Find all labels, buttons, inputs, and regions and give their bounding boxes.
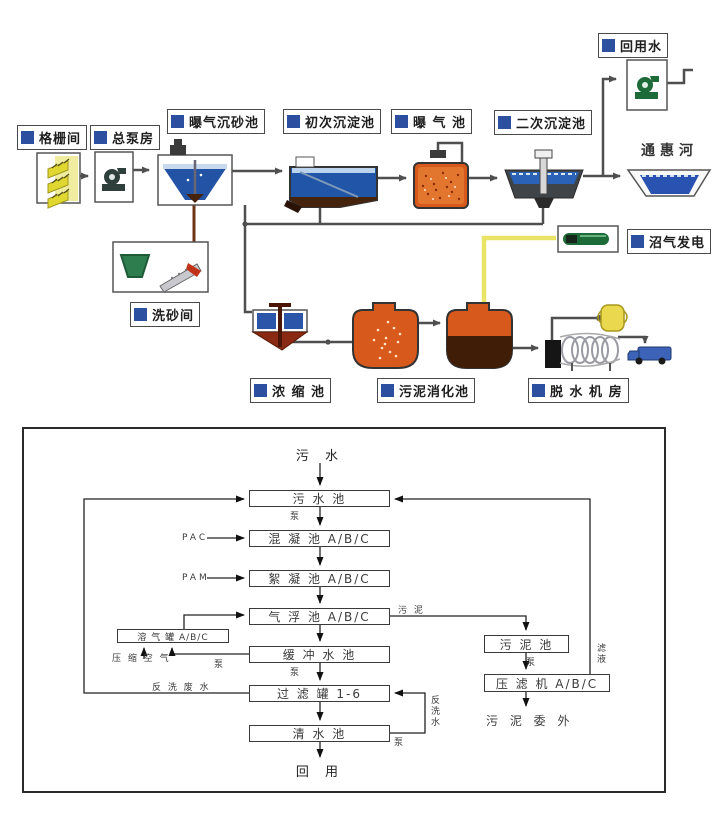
label-square-icon	[498, 116, 511, 129]
river-name: 通惠河	[641, 143, 698, 159]
sand-washing-room	[112, 241, 209, 293]
label-dewatering-room: 脱 水 机 房	[528, 378, 629, 403]
label-text: 初次沉淀池	[305, 116, 376, 131]
label-text: 二次沉淀池	[516, 117, 587, 132]
label-main-pump-house: 总泵房	[90, 125, 161, 150]
label-square-icon	[631, 235, 644, 248]
label-text: 沼气发电	[649, 236, 706, 251]
label-square-icon	[254, 384, 267, 397]
reuse-label: 回 用	[295, 765, 345, 780]
label-square-icon	[381, 384, 394, 397]
pac-label: PAC	[182, 533, 209, 543]
pump-label-3: 泵	[290, 668, 302, 678]
pam-label: PAM	[182, 573, 210, 583]
label-square-icon	[21, 131, 34, 144]
box-sludge-tank: 污 泥 池	[484, 635, 569, 653]
pump-label-1: 泵	[290, 512, 302, 522]
pump-label-5: 泵	[394, 738, 406, 748]
label-square-icon	[532, 384, 545, 397]
bar-screen-room	[36, 152, 81, 209]
aerated-grit-chamber	[157, 139, 233, 206]
treatment-flowchart: 污 水 池 混 凝 池 A/B/C 絮 凝 池 A/B/C 气 浮 池 A/B/…	[22, 427, 666, 793]
box-air-flotation-tank: 气 浮 池 A/B/C	[249, 608, 390, 625]
label-bar-screen-room: 格栅间	[17, 125, 88, 150]
pump-label-4: 泵	[526, 658, 538, 668]
flow-source-label: 污 水	[295, 449, 345, 464]
box-filter-press: 压 滤 机 A/B/C	[484, 674, 610, 692]
sludge-truck-icon	[627, 346, 672, 365]
sludge-digester-2	[446, 302, 513, 369]
label-square-icon	[602, 39, 615, 52]
label-square-icon	[94, 131, 107, 144]
aeration-tank	[413, 150, 469, 209]
label-reuse-water: 回用水	[598, 33, 669, 58]
box-dissolved-air-tank: 溶 气 罐 A/B/C	[117, 629, 229, 643]
label-text: 污泥消化池	[399, 385, 470, 400]
box-coagulation-tank: 混 凝 池 A/B/C	[249, 530, 390, 547]
biogas-generator	[557, 225, 619, 253]
biogas-pipe	[481, 235, 556, 303]
main-pump-house	[94, 151, 134, 203]
label-square-icon	[287, 115, 300, 128]
label-text: 回用水	[620, 40, 663, 55]
sludge-digester-1	[352, 302, 419, 369]
pump-icon	[635, 76, 659, 99]
label-text: 格栅间	[39, 132, 82, 147]
label-sand-washing-room: 洗砂间	[130, 302, 201, 327]
box-wastewater-tank: 污 水 池	[249, 490, 390, 507]
label-square-icon	[134, 308, 147, 321]
label-biogas-power: 沼气发电	[627, 229, 712, 254]
box-buffer-tank: 缓 冲 水 池	[249, 646, 390, 663]
label-text: 曝气沉砂池	[189, 116, 260, 131]
label-square-icon	[395, 115, 408, 128]
primary-sedimentation-tank	[284, 156, 378, 213]
label-text: 洗砂间	[152, 309, 195, 324]
label-text: 脱 水 机 房	[550, 385, 623, 400]
label-primary-sedimentation: 初次沉淀池	[283, 109, 382, 134]
box-flocculation-tank: 絮 凝 池 A/B/C	[249, 570, 390, 587]
plant-illustration	[36, 59, 712, 371]
screw-press-icon	[561, 336, 619, 364]
label-text: 浓 缩 池	[272, 385, 326, 400]
sludge-label: 污 泥	[398, 606, 425, 616]
label-aerated-grit-chamber: 曝气沉砂池	[167, 109, 266, 134]
compressed-air-label: 压 缩 空 气	[112, 654, 171, 664]
box-clean-water-tank: 清 水 池	[249, 725, 390, 742]
dewatering-machine	[545, 304, 628, 371]
grate-slats-icon	[51, 158, 70, 199]
filtrate-label: 滤液	[595, 643, 605, 665]
label-square-icon	[171, 115, 184, 128]
secondary-sedimentation-tank	[504, 149, 584, 208]
label-text: 总泵房	[112, 132, 155, 147]
backwash-water-label: 反洗水	[429, 695, 439, 728]
generator-icon	[563, 233, 609, 245]
pump-icon	[102, 168, 126, 191]
sludge-outsourced-label: 污 泥 委 外	[486, 714, 574, 728]
label-secondary-sedimentation: 二次沉淀池	[494, 110, 593, 135]
diffuser-icon	[430, 150, 446, 158]
box-filter-tanks: 过 滤 罐 1-6	[249, 685, 390, 702]
aerator-icon	[170, 139, 186, 155]
label-aeration-tank: 曝 气 池	[391, 109, 473, 134]
flow-arrows	[83, 463, 591, 758]
sludge-thickener	[251, 303, 309, 351]
flowchart-lines	[83, 463, 591, 758]
polymer-vessel-icon	[597, 304, 628, 332]
river	[626, 169, 712, 197]
label-sludge-digester: 污泥消化池	[377, 378, 476, 403]
pump-label-2: 泵	[214, 660, 226, 670]
label-text: 曝 气 池	[413, 116, 467, 131]
reuse-pump-station	[626, 59, 668, 111]
label-thickener: 浓 缩 池	[250, 378, 332, 403]
backwash-waste-label: 反 洗 废 水	[152, 683, 211, 693]
sand-hopper-icon	[119, 254, 151, 278]
